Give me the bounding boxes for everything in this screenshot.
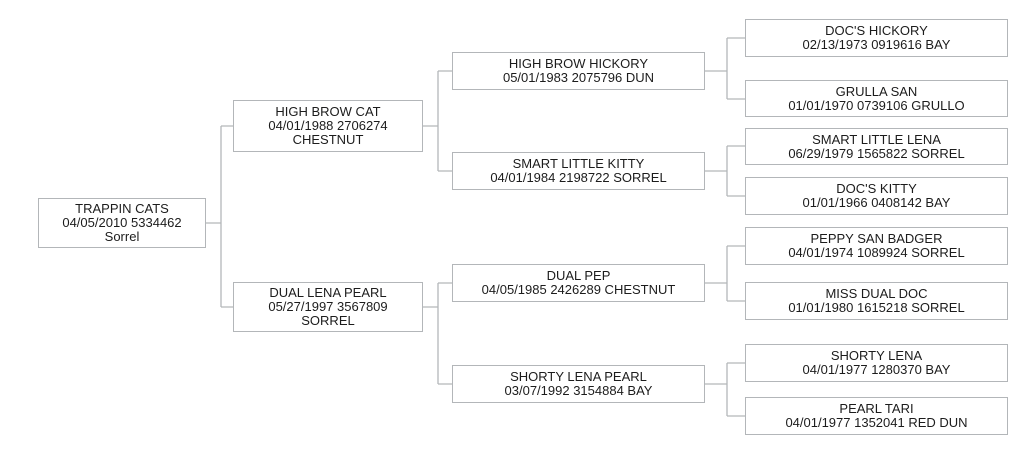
horse-name: SHORTY LENA [830,348,923,363]
horse-details: 01/01/1980 1615218 SORREL [788,300,965,315]
horse-details: 04/05/1985 2426289 CHESTNUT [481,282,676,297]
pedigree-box-dam-sire-sire: PEPPY SAN BADGER 04/01/1974 1089924 SORR… [745,227,1008,265]
horse-details: 05/01/1983 2075796 DUN [502,70,655,85]
horse-name: SHORTY LENA PEARL [510,369,647,384]
pedigree-box-sire-dam-dam: DOC'S KITTY 01/01/1966 0408142 BAY [745,177,1008,215]
horse-name: SMART LITTLE LENA [812,131,941,147]
pedigree-box-sire-sire-sire: DOC'S HICKORY 02/13/1973 0919616 BAY [745,19,1008,57]
horse-name: SMART LITTLE KITTY [512,156,645,171]
horse-name: PEPPY SAN BADGER [810,231,943,246]
horse-name: DOC'S HICKORY [825,23,928,38]
pedigree-box-sire-dam-sire: SMART LITTLE LENA 06/29/1979 1565822 SOR… [745,128,1008,165]
horse-details: 04/01/1977 1352041 RED DUN [785,415,968,430]
horse-name: TRAPPIN CATS [75,201,169,216]
horse-details: 01/01/1970 0739106 GRULLO [788,97,965,113]
horse-details: 05/27/1997 3567809 [268,299,388,314]
horse-details: 02/13/1973 0919616 BAY [802,37,951,52]
pedigree-box-dam-dam: SHORTY LENA PEARL 03/07/1992 3154884 BAY [452,365,705,403]
pedigree-box-subject: TRAPPIN CATS 04/05/2010 5334462 Sorrel [38,198,206,248]
horse-details: 01/01/1966 0408142 BAY [802,195,951,210]
horse-name: DOC'S KITTY [836,181,917,196]
horse-details: 04/01/1977 1280370 BAY [802,362,951,377]
horse-color: SORREL [301,313,355,328]
horse-name: MISS DUAL DOC [825,286,928,301]
horse-details: 04/01/1984 2198722 SORREL [490,170,667,185]
horse-name: GRULLA SAN [835,83,918,99]
pedigree-box-dam-dam-sire: SHORTY LENA 04/01/1977 1280370 BAY [745,344,1008,382]
pedigree-box-sire-sire-dam: GRULLA SAN 01/01/1970 0739106 GRULLO [745,80,1008,117]
horse-color: CHESTNUT [292,132,364,147]
horse-name: PEARL TARI [839,401,914,416]
pedigree-box-sire-dam: SMART LITTLE KITTY 04/01/1984 2198722 SO… [452,152,705,190]
pedigree-box-dam-sire-dam: MISS DUAL DOC 01/01/1980 1615218 SORREL [745,282,1008,320]
horse-name: DUAL PEP [546,268,611,283]
pedigree-box-dam-sire: DUAL PEP 04/05/1985 2426289 CHESTNUT [452,264,705,302]
pedigree-box-sire-sire: HIGH BROW HICKORY 05/01/1983 2075796 DUN [452,52,705,90]
horse-details: 04/01/1974 1089924 SORREL [788,245,965,260]
horse-details: 03/07/1992 3154884 BAY [504,383,653,398]
pedigree-box-sire: HIGH BROW CAT 04/01/1988 2706274 CHESTNU… [233,100,423,152]
horse-name: HIGH BROW HICKORY [508,56,649,71]
horse-name: DUAL LENA PEARL [269,285,387,300]
pedigree-box-dam: DUAL LENA PEARL 05/27/1997 3567809 SORRE… [233,282,423,332]
horse-details: 04/05/2010 5334462 [62,215,182,230]
horse-details: 06/29/1979 1565822 SORREL [788,145,965,161]
horse-color: Sorrel [104,229,140,244]
pedigree-box-dam-dam-dam: PEARL TARI 04/01/1977 1352041 RED DUN [745,397,1008,435]
horse-name: HIGH BROW CAT [275,104,381,119]
horse-details: 04/01/1988 2706274 [268,118,388,133]
